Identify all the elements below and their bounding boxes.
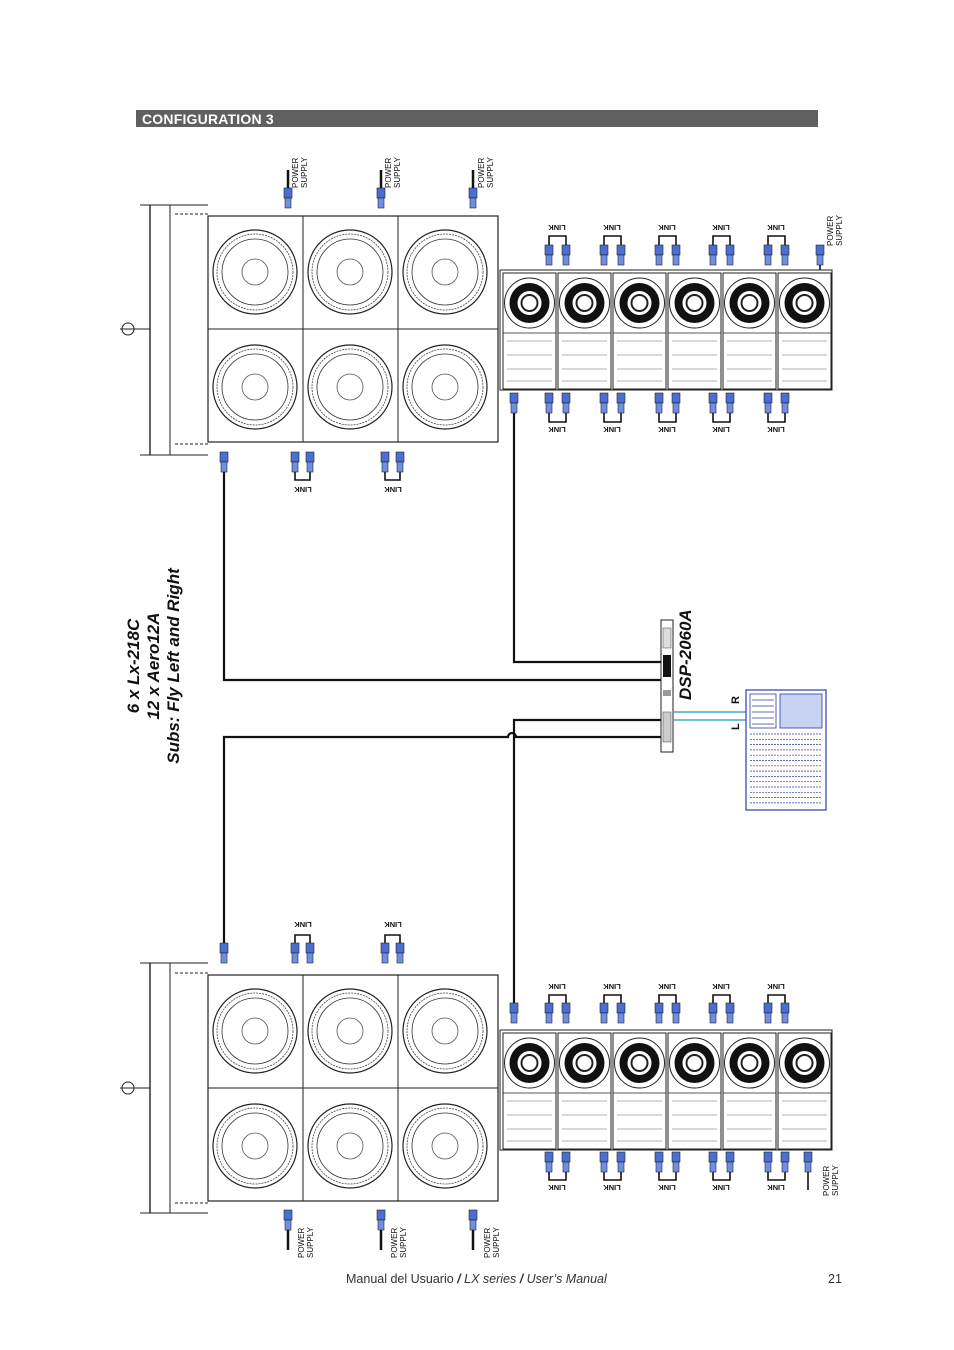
- link-label: LINK: [548, 223, 566, 232]
- upper-aero-array: [499, 269, 833, 391]
- link-label: LINK: [767, 1183, 785, 1192]
- link-loops: [294, 235, 821, 1190]
- label-r: R: [730, 696, 742, 704]
- link-label: LINK: [767, 982, 785, 991]
- link-label: LINK: [712, 223, 730, 232]
- power-label-line1: POWER: [826, 215, 835, 246]
- power-label-line2: SUPPLY: [835, 215, 844, 246]
- page-number: 21: [828, 1272, 842, 1286]
- link-label: LINK: [384, 920, 402, 929]
- upper-sub-array: [120, 204, 499, 456]
- lower-aero-array: [499, 1029, 833, 1151]
- signal-cables: [222, 413, 662, 1003]
- link-label: LINK: [384, 485, 402, 494]
- section-title: CONFIGURATION 3: [142, 111, 274, 127]
- link-label: LINK: [603, 425, 621, 434]
- power-label-line2: SUPPLY: [492, 1227, 501, 1258]
- link-label: LINK: [712, 1183, 730, 1192]
- link-label: LINK: [658, 982, 676, 991]
- link-label: LINK: [658, 425, 676, 434]
- power-label-line1: POWER: [297, 1227, 306, 1258]
- power-label-line2: SUPPLY: [300, 157, 309, 188]
- footer-manual-title: Manual del Usuario / LX series / User’s …: [346, 1272, 607, 1286]
- mixing-console: [745, 689, 827, 811]
- title-line-2: 12 x Aero12A: [144, 612, 163, 720]
- link-label: LINK: [658, 223, 676, 232]
- dsp-unit: [660, 619, 674, 753]
- power-label-line2: SUPPLY: [831, 1165, 840, 1196]
- title-line-1: 6 x Lx-218C: [124, 618, 143, 714]
- power-label-line1: POWER: [384, 157, 393, 188]
- dsp-label: DSP-2060A: [676, 609, 695, 700]
- link-label: LINK: [548, 982, 566, 991]
- power-label-line1: POWER: [291, 157, 300, 188]
- link-label: LINK: [603, 223, 621, 232]
- lr-cables: [673, 711, 746, 721]
- lower-sub-array: [120, 962, 499, 1214]
- link-label: LINK: [767, 425, 785, 434]
- power-label-line2: SUPPLY: [306, 1227, 315, 1258]
- link-label: LINK: [712, 425, 730, 434]
- power-label-line1: POWER: [390, 1227, 399, 1258]
- power-label-line1: POWER: [477, 157, 486, 188]
- power-label-line2: SUPPLY: [399, 1227, 408, 1258]
- connectors: [219, 170, 825, 1250]
- link-label: LINK: [548, 1183, 566, 1192]
- section-header-bar: CONFIGURATION 3: [136, 110, 818, 127]
- power-label-line2: SUPPLY: [393, 157, 402, 188]
- title-line-3: Subs: Fly Left and Right: [164, 568, 183, 764]
- power-label-line2: SUPPLY: [486, 157, 495, 188]
- power-label-line1: POWER: [483, 1227, 492, 1258]
- power-label-line1: POWER: [822, 1165, 831, 1196]
- link-label: LINK: [548, 425, 566, 434]
- link-label: LINK: [767, 223, 785, 232]
- link-label: LINK: [658, 1183, 676, 1192]
- link-label: LINK: [603, 1183, 621, 1192]
- link-label: LINK: [712, 982, 730, 991]
- link-label: LINK: [603, 982, 621, 991]
- label-l: L: [730, 723, 742, 730]
- link-label: LINK: [294, 920, 312, 929]
- link-label: LINK: [294, 485, 312, 494]
